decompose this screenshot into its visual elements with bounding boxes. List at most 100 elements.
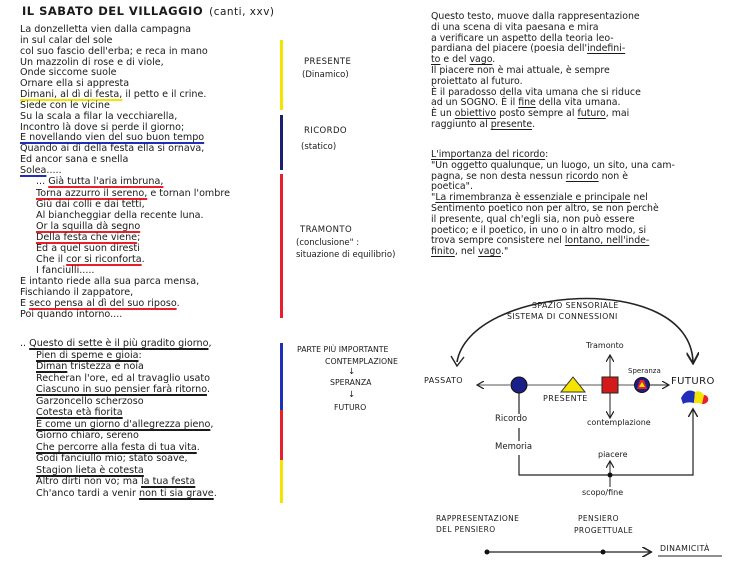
- verse-text: Altro dirti non vo; ma: [36, 476, 142, 487]
- underlined-verse: Or la squilla dà segno: [36, 221, 141, 232]
- commentary-text: Questo testo, muove dalla rappresentazio…: [431, 11, 640, 22]
- commentary-text: È il paradosso della vita umana che si r…: [431, 86, 641, 98]
- passato-blue-circle: [510, 376, 528, 394]
- verse-text: Fischiando il zappatore,: [20, 287, 134, 298]
- commentary-text: trova sempre consistere nel: [431, 235, 565, 247]
- commentary-text: Sentimento poetico non per altro, se non…: [431, 202, 659, 214]
- poem-line: Onde siccome suole: [20, 67, 208, 79]
- commentary-text: il presente, qual ch'egli sia, non può e…: [431, 213, 635, 225]
- verse-text: Ed ancor sana e snella: [20, 154, 129, 166]
- diagram-memoria: Memoria: [495, 442, 533, 452]
- yellow-section-bar-2: [280, 460, 283, 503]
- verse-text: E intanto riede alla sua parca mensa,: [20, 276, 200, 287]
- commentary-text: ad un SOGNO. È il: [431, 97, 519, 109]
- underlined-term: ricordo: [565, 170, 599, 182]
- poem-block-2: Torna azzurro il sereno, e tornan l'ombr…: [20, 188, 230, 320]
- note-futuro: FUTURO: [334, 403, 367, 412]
- commentary-text: poetico; e il poetico, in uno o in altro…: [431, 224, 647, 236]
- diagram-rappresentazione: RAPPRESENTAZIONE: [436, 514, 520, 523]
- underlined-verse: cor si riconforta: [66, 254, 142, 265]
- verse-text: .: [213, 487, 217, 499]
- commentary-text: a verificare un aspetto della teoria leo…: [431, 32, 614, 44]
- presente-yellow-triangle: [559, 376, 587, 393]
- poem-line: Su la scala a filar la vecchiarella,: [20, 111, 208, 123]
- underlined-verse: È come un giorno d'allegrezza pieno: [36, 418, 211, 430]
- page-title: IL SABATO DEL VILLAGGIO(canti, xxv): [22, 4, 275, 18]
- commentary-text: , mai: [605, 108, 630, 120]
- poem-line: È come un giorno d'allegrezza pieno,: [20, 419, 217, 431]
- diagram-scopo-fine: scopo/fine: [582, 488, 624, 497]
- poem-line: Diman tristezza e noia: [20, 361, 217, 373]
- commentary-text: poetica".: [431, 181, 473, 193]
- poem-line: ... Già tutta l'aria imbruna,: [20, 175, 208, 188]
- poem-line: Ed a quel suon diresti: [20, 243, 230, 254]
- underlined-verse: Già tutta l'aria imbruna,: [48, 175, 164, 187]
- verse-text: ,: [210, 418, 214, 430]
- diagram-sistema-connessioni: SISTEMA DI CONNESSIONI: [507, 312, 618, 321]
- underlined-verse: Questo di sette è il più gradito giorno: [29, 338, 209, 349]
- verse-text: Ch'anco tardi a venir: [36, 487, 140, 499]
- poem-line: Un mazzolin di rose e di viole,: [20, 57, 208, 69]
- underlined-term: fine: [518, 97, 536, 109]
- underlined-verse: Torna azzurro il sereno,: [36, 188, 148, 199]
- arrow-down-icon: ↓: [348, 390, 356, 400]
- verse-text: Garzoncello scherzoso: [36, 395, 144, 407]
- commentary-text: e del: [440, 54, 470, 66]
- verse-text: Giorno chiaro, sereno: [36, 430, 139, 441]
- underlined-term: futuro: [577, 108, 606, 120]
- arc-arrow-left-head: [450, 355, 465, 368]
- poem-line: Al biancheggiar della recente luna.: [20, 210, 230, 221]
- underlined-term: to: [431, 54, 441, 66]
- diagram-del-pensiero: DEL PENSIERO: [436, 525, 496, 534]
- underlined-verse: Che percorre alla festa di tua vita: [36, 441, 197, 453]
- underlined-verse: non ti sia grave: [139, 487, 214, 499]
- commentary-text: proiettato al futuro.: [431, 75, 523, 87]
- commentary-paragraph-1: Questo testo, muove dalla rappresentazio…: [431, 11, 641, 131]
- darkblue-section-bar: [280, 115, 283, 170]
- diagram-presente: PRESENTE: [543, 394, 588, 403]
- note-ricordo-sub: (statico): [301, 142, 337, 152]
- poem-line: Dimani, al dì di festa, il petto e il cr…: [20, 89, 208, 101]
- arc-arrow: [456, 297, 693, 362]
- underlined-term: presente: [490, 118, 533, 130]
- commentary-line: "La rimembranza è essenziale e principal…: [431, 192, 675, 204]
- poem-line: Or la squilla dà segno: [20, 221, 230, 232]
- verse-text: La donzelletta vien dalla campagna: [20, 24, 192, 35]
- note-tramonto-sub1: (conclusione" :: [296, 238, 360, 248]
- underlined-verse: la tua festa: [141, 476, 196, 487]
- futuro-flag-icon: [681, 390, 709, 404]
- poem-line: Recheran l'ore, ed al travaglio usato: [20, 373, 217, 385]
- diagram-piacere: piacere: [598, 450, 628, 459]
- verse-text: ...: [36, 175, 49, 187]
- verse-text: Onde siccome suole: [20, 67, 117, 79]
- commentary-line: Sentimento poetico non per altro, se non…: [431, 202, 675, 215]
- underlined-term: vago: [469, 54, 493, 66]
- poem-line: Stagion lieta è cotesta: [20, 465, 217, 477]
- poem-line: Ornare ella si appresta: [20, 78, 208, 90]
- verse-text: in sul calar del sole: [20, 34, 113, 46]
- commentary-line: trova sempre consistere nel lontano, nel…: [431, 235, 675, 247]
- poem-line: col suo fascio dell'erba; e reca in mano: [20, 46, 208, 58]
- commentary-text: di una scena di vita paesana e mira: [431, 21, 599, 33]
- poem-line: La donzelletta vien dalla campagna: [20, 24, 208, 36]
- poem-line: Torna azzurro il sereno, e tornan l'ombr…: [20, 188, 230, 199]
- commentary-line: pardiana del piacere (poesia dell'indefi…: [431, 43, 641, 55]
- blue-section-bar: [280, 343, 283, 410]
- poem-line: E seco pensa al dì del suo riposo.: [20, 298, 230, 309]
- tramonto-red-square: [601, 376, 619, 394]
- note-ricordo: RICORDO: [304, 126, 347, 136]
- verse-text: Ed a quel suon diresti: [36, 243, 140, 254]
- poem-line: Cotesta età fiorita: [20, 407, 217, 419]
- commentary-text: pagna, se non desta nessun: [431, 170, 566, 182]
- poem-line: Godi fanciullo mio; stato soave,: [20, 453, 217, 465]
- commentary-text: raggiunto al: [431, 118, 491, 130]
- commentary-line: proiettato al futuro.: [431, 75, 641, 88]
- underlined-verse: Ciascuno in suo pensier farà ritorno: [36, 384, 207, 395]
- commentary-text: della vita umana.: [535, 97, 621, 109]
- underlined-verse: Dimani, al dì di festa,: [20, 89, 123, 101]
- poem-line: Siede con le vicine: [20, 100, 208, 112]
- poem-line: Giorno chiaro, sereno: [20, 430, 217, 442]
- underlined-term: obiettivo: [454, 108, 497, 120]
